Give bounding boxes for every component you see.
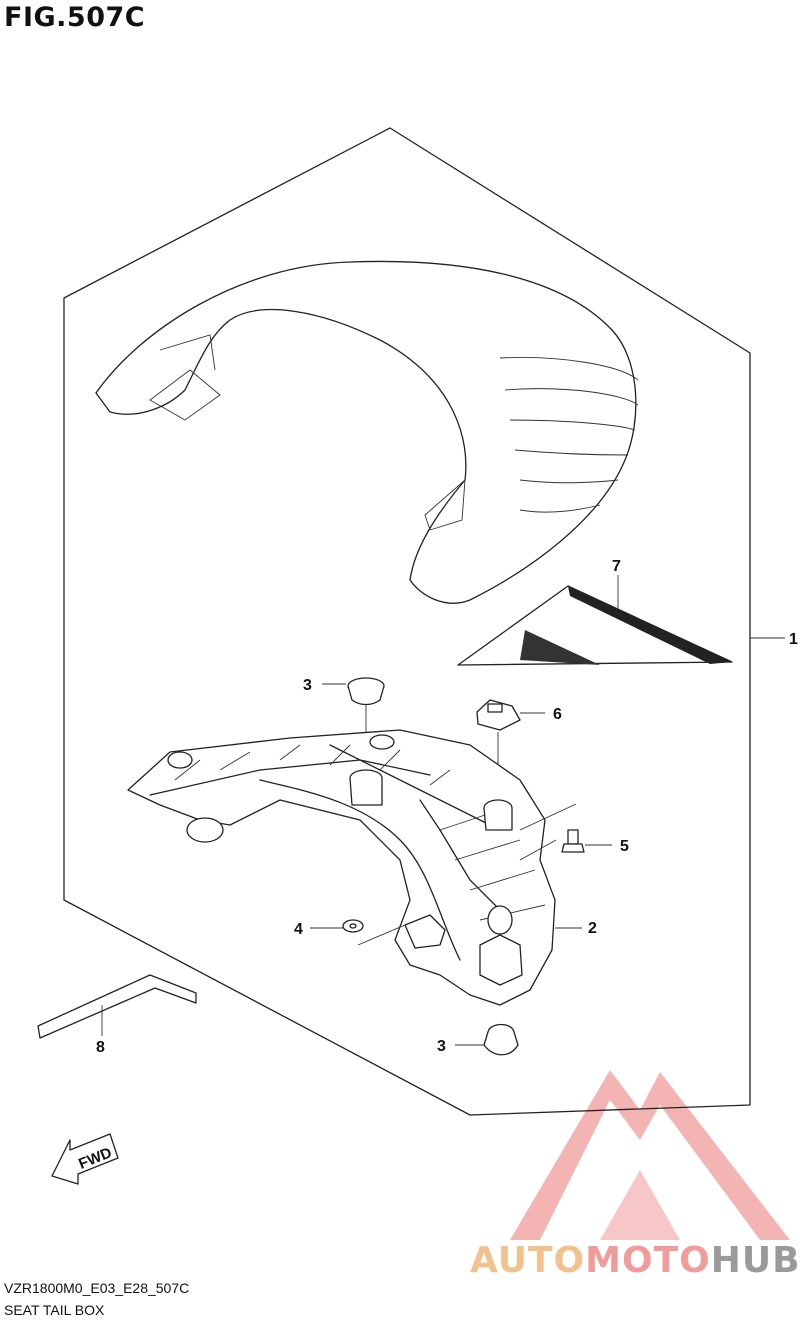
seat-bracket [127, 729, 582, 1006]
seat-tail-cover [95, 260, 639, 604]
callout-4: 4 [294, 921, 303, 938]
grommet-bottom [455, 1023, 519, 1056]
watermark-logo [510, 1070, 790, 1240]
watermark-part3: HUB [710, 1240, 800, 1281]
clip-nut [476, 699, 545, 775]
callout-3-top: 3 [303, 677, 312, 694]
watermark-part2: MOTO [585, 1240, 711, 1281]
callout-7: 7 [612, 558, 621, 575]
callout-2: 2 [588, 920, 597, 937]
bolt [519, 803, 612, 861]
drawing-code: VZR1800M0_E03_E28_507C [4, 1280, 190, 1296]
kit-boundary [63, 127, 751, 1116]
figure-title: FIG.507C [4, 2, 146, 33]
callout-6: 6 [553, 706, 562, 723]
grommet-top [322, 677, 385, 740]
callout-8: 8 [96, 1039, 105, 1056]
callout-5: 5 [620, 838, 629, 855]
callout-1: 1 [789, 631, 798, 648]
figure-caption: SEAT TAIL BOX [4, 1302, 105, 1318]
washer [310, 919, 406, 946]
decal-strip [457, 575, 733, 666]
watermark-part1: AUTO [470, 1240, 586, 1281]
callout-3-bottom: 3 [437, 1038, 446, 1055]
hex-key-tool [37, 974, 197, 1039]
fwd-arrow: FWD [51, 1133, 119, 1185]
watermark-text: AUTOMOTOHUB [470, 1240, 800, 1281]
